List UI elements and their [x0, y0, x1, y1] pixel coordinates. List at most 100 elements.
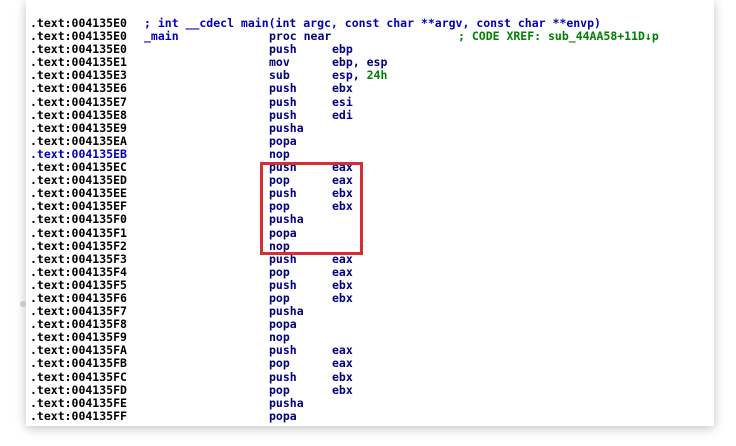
code-line[interactable]: .text:004135F3 push eax — [26, 251, 714, 266]
instruction-operand[interactable]: ebx — [332, 187, 353, 200]
instruction-operand[interactable]: ebx — [332, 200, 353, 213]
instruction-operand[interactable]: esp, 24h — [332, 69, 387, 82]
code-line[interactable]: .text:004135FA push eax — [26, 344, 714, 357]
instruction-mnemonic[interactable]: pusha — [269, 212, 304, 227]
instruction-mnemonic[interactable]: push — [269, 42, 297, 57]
code-line[interactable]: .text:004135EF pop ebx — [26, 200, 714, 213]
instruction-mnemonic[interactable]: popa — [269, 408, 297, 423]
operand-text[interactable]: ebx — [332, 277, 353, 292]
operand-text[interactable]: ebp — [332, 42, 353, 57]
address[interactable]: .text:004135EB — [30, 146, 127, 161]
operand-text[interactable]: ebx — [332, 290, 353, 305]
instruction-mnemonic[interactable]: pop — [269, 356, 290, 371]
address[interactable]: .text:004135FC — [30, 369, 127, 384]
address[interactable]: .text:004135F5 — [30, 277, 127, 292]
code-line[interactable]: .text:004135E0; int __cdecl main(int arg… — [26, 16, 714, 30]
code-line[interactable]: .text:004135FF popa — [26, 408, 714, 423]
code-line[interactable]: .text:004135ED pop eax — [26, 174, 714, 187]
address[interactable]: .text:004135F4 — [30, 264, 127, 279]
operand-text[interactable]: esi — [332, 94, 353, 109]
address[interactable]: .text:004135E9 — [30, 120, 127, 135]
address[interactable]: .text:004135F8 — [30, 317, 127, 332]
scroll-indicator[interactable] — [20, 301, 26, 307]
operand-text[interactable]: edi — [332, 107, 353, 122]
instruction-operand[interactable]: ebp, esp — [332, 56, 387, 69]
code-line[interactable]: .text:004135EA popa — [26, 133, 714, 148]
instruction-mnemonic[interactable]: push — [269, 81, 297, 96]
address[interactable]: .text:004135F3 — [30, 251, 127, 266]
instruction-mnemonic[interactable]: nop — [269, 146, 290, 161]
address[interactable]: .text:004135E6 — [30, 81, 127, 96]
instruction-mnemonic[interactable]: push — [269, 107, 297, 122]
address[interactable]: .text:004135E7 — [30, 94, 127, 109]
xref-comment[interactable]: ; CODE XREF: sub_44AA58+11D↓p — [458, 29, 659, 44]
instruction-operand[interactable]: ebx — [332, 369, 353, 384]
address[interactable]: .text:004135F2 — [30, 238, 127, 253]
operand-text[interactable]: eax — [332, 343, 353, 358]
address[interactable]: .text:004135E1 — [30, 55, 127, 70]
instruction-mnemonic[interactable]: popa — [269, 133, 297, 148]
code-line[interactable]: .text:004135E1 mov ebp, esp — [26, 56, 714, 69]
instruction-mnemonic[interactable]: popa — [269, 225, 297, 240]
address[interactable]: .text:004135FE — [30, 395, 127, 410]
instruction-operand[interactable]: ebx — [332, 82, 353, 95]
code-line[interactable]: .text:004135FC push ebx — [26, 369, 714, 384]
instruction-operand[interactable]: ebp — [332, 43, 353, 56]
address[interactable]: .text:004135F1 — [30, 225, 127, 240]
operand-text[interactable]: ebx — [332, 369, 353, 384]
address[interactable]: .text:004135F6 — [30, 290, 127, 305]
code-line[interactable]: .text:004135F6 pop ebx — [26, 290, 714, 305]
instruction-mnemonic[interactable]: mov — [269, 55, 290, 70]
instruction-mnemonic[interactable]: push — [269, 343, 297, 358]
instruction-mnemonic[interactable]: pop — [269, 382, 290, 397]
code-line[interactable]: .text:004135EB nop — [26, 146, 714, 161]
code-line[interactable]: .text:004135E8 push edi — [26, 107, 714, 122]
address[interactable]: .text:004135F9 — [30, 330, 127, 345]
address[interactable]: .text:004135F7 — [30, 304, 127, 319]
code-line[interactable]: .text:004135F7 pusha — [26, 304, 714, 319]
instruction-operand[interactable]: esi — [332, 94, 353, 109]
address[interactable]: .text:004135EF — [30, 199, 127, 214]
instruction-mnemonic[interactable]: nop — [269, 330, 290, 345]
address[interactable]: .text:004135FB — [30, 356, 127, 371]
address[interactable]: .text:004135EA — [30, 133, 127, 148]
address[interactable]: .text:004135E0 — [30, 16, 127, 30]
address[interactable]: .text:004135E3 — [30, 68, 127, 83]
instruction-operand[interactable]: eax — [332, 264, 353, 279]
instruction-mnemonic[interactable]: pusha — [269, 395, 304, 410]
address[interactable]: .text:004135FA — [30, 343, 127, 358]
code-line[interactable]: .text:004135F9 nop — [26, 331, 714, 344]
instruction-mnemonic[interactable]: nop — [269, 238, 290, 253]
address[interactable]: .text:004135FD — [30, 382, 127, 397]
instruction-mnemonic[interactable]: pop — [269, 290, 290, 305]
instruction-mnemonic[interactable]: pusha — [269, 304, 304, 319]
code-line[interactable]: .text:004135F8 popa — [26, 318, 714, 331]
operand-text[interactable]: ebx — [332, 186, 353, 201]
instruction-operand[interactable]: ebx — [332, 290, 353, 305]
address[interactable]: .text:004135EC — [30, 160, 127, 175]
address[interactable]: .text:004135E8 — [30, 107, 127, 122]
address[interactable]: .text:004135FF — [30, 408, 127, 423]
address[interactable]: .text:004135ED — [30, 173, 127, 188]
instruction-mnemonic[interactable]: pop — [269, 173, 290, 188]
code-line[interactable]: .text:004135FE pusha — [26, 395, 714, 410]
instruction-operand[interactable]: ebx — [332, 277, 353, 292]
instruction-operand[interactable]: eax — [332, 344, 353, 357]
instruction-mnemonic[interactable]: pop — [269, 199, 290, 214]
instruction-mnemonic[interactable]: push — [269, 251, 297, 266]
operand-text[interactable]: eax — [332, 173, 353, 188]
instruction-mnemonic[interactable]: popa — [269, 317, 297, 332]
operand-text[interactable]: eax — [332, 251, 353, 266]
code-line[interactable]: .text:004135E6 push ebx — [26, 82, 714, 95]
instruction-mnemonic[interactable]: push — [269, 369, 297, 384]
operand-text[interactable]: eax — [332, 264, 353, 279]
operand-text[interactable]: eax — [332, 160, 353, 175]
